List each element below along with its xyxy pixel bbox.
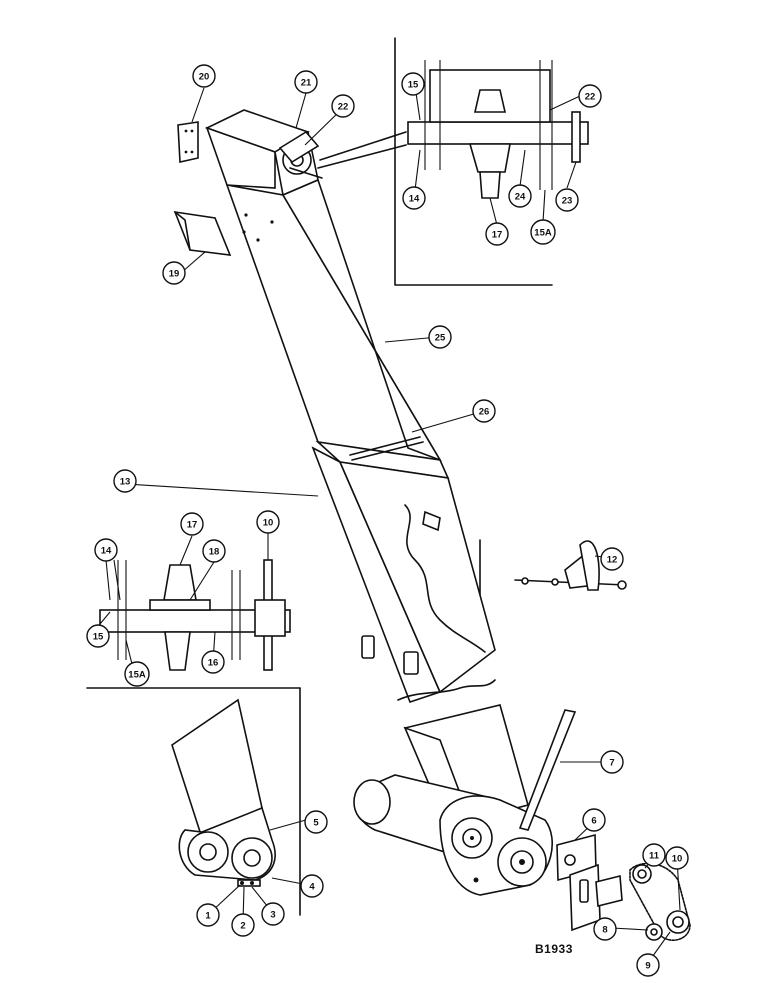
callout-23: 23: [555, 188, 579, 212]
callout-21: 21: [294, 70, 318, 94]
callout-13: 13: [113, 469, 137, 493]
callout-12: 12: [600, 547, 624, 571]
svg-text:24: 24: [515, 192, 526, 203]
svg-text:16: 16: [208, 658, 219, 669]
svg-text:6: 6: [591, 816, 596, 827]
plates-19-20: [173, 121, 232, 256]
svg-text:12: 12: [607, 555, 618, 566]
paddle-assembly-top: [317, 60, 589, 199]
callout-11: 11: [642, 843, 666, 867]
callout-2: 2: [231, 913, 255, 937]
svg-text:20: 20: [199, 72, 210, 83]
callout-14: 14: [402, 186, 426, 210]
svg-text:15: 15: [408, 80, 419, 91]
callout-22: 22: [578, 84, 602, 108]
svg-text:17: 17: [492, 230, 503, 241]
callout-4: 4: [300, 874, 324, 898]
callout-19: 19: [162, 261, 186, 285]
callout-24: 24: [508, 184, 532, 208]
svg-text:4: 4: [309, 882, 315, 893]
callout-8: 8: [593, 917, 617, 941]
svg-text:10: 10: [672, 854, 683, 865]
part-6-bracket: [556, 833, 623, 932]
svg-text:22: 22: [338, 102, 349, 113]
paddle-assembly-left: [99, 559, 291, 671]
svg-text:5: 5: [313, 818, 319, 829]
svg-text:15A: 15A: [128, 670, 146, 681]
callout-5: 5: [304, 810, 328, 834]
svg-text:26: 26: [479, 407, 490, 418]
callout-9: 9: [636, 953, 660, 977]
svg-text:2: 2: [240, 921, 245, 932]
svg-text:18: 18: [209, 547, 220, 558]
callout-25: 25: [428, 325, 452, 349]
elevator-tube: [204, 109, 496, 704]
svg-text:14: 14: [409, 194, 420, 205]
boot-small-view: [171, 698, 276, 887]
callout-26: 26: [472, 399, 496, 423]
svg-text:11: 11: [649, 851, 660, 862]
callout-10: 10: [256, 510, 280, 534]
svg-text:13: 13: [120, 477, 131, 488]
callout-10: 10: [665, 846, 689, 870]
callout-20: 20: [192, 64, 216, 88]
svg-text:9: 9: [645, 961, 650, 972]
callout-16: 16: [201, 650, 225, 674]
svg-text:10: 10: [263, 518, 274, 529]
svg-text:8: 8: [602, 925, 607, 936]
callout-14: 14: [94, 538, 118, 562]
svg-text:15A: 15A: [534, 228, 552, 239]
callout-15A: 15A: [124, 661, 150, 687]
elevator-boot: [353, 704, 553, 896]
svg-text:15: 15: [93, 632, 104, 643]
svg-text:21: 21: [301, 78, 312, 89]
svg-text:17: 17: [187, 520, 198, 531]
drawing-number: B1933: [535, 942, 573, 956]
callout-15: 15: [401, 72, 425, 96]
callout-1: 1: [196, 903, 220, 927]
svg-text:14: 14: [101, 546, 112, 557]
svg-text:1: 1: [205, 911, 211, 922]
callout-15: 15: [86, 624, 110, 648]
callout-17: 17: [485, 222, 509, 246]
chain-drive: [629, 862, 691, 941]
svg-text:3: 3: [270, 910, 275, 921]
callout-3: 3: [261, 902, 285, 926]
callout-22: 22: [331, 94, 355, 118]
part-7-rod: [518, 709, 577, 831]
svg-text:22: 22: [585, 92, 596, 103]
callout-17: 17: [180, 512, 204, 536]
callout-6: 6: [582, 808, 606, 832]
svg-text:7: 7: [609, 758, 614, 769]
svg-text:25: 25: [435, 333, 446, 344]
callout-18: 18: [202, 539, 226, 563]
part-12-chain: [514, 540, 627, 591]
svg-text:23: 23: [562, 196, 573, 207]
callout-15A: 15A: [530, 219, 556, 245]
svg-text:19: 19: [169, 269, 180, 280]
callout-7: 7: [600, 750, 624, 774]
